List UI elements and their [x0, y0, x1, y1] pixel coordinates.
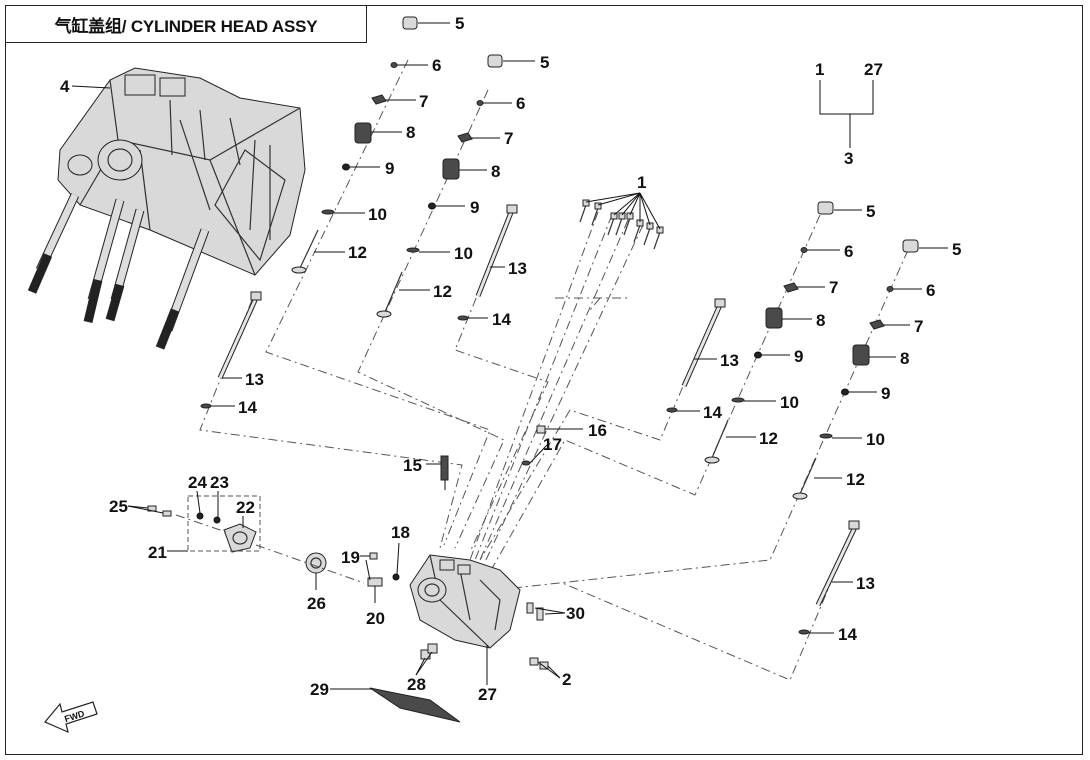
- callout-7: 7: [419, 92, 428, 111]
- callout-9: 9: [385, 159, 394, 178]
- callout-22: 22: [236, 498, 255, 517]
- callout-12: 12: [433, 282, 452, 301]
- fwd-arrow-icon: FWD: [44, 701, 98, 734]
- diagram-title: 气缸盖组/ CYLINDER HEAD ASSY: [6, 6, 367, 43]
- callout-10: 10: [454, 244, 473, 263]
- callout-7: 7: [504, 129, 513, 148]
- drawing-frame: [5, 5, 1083, 755]
- callout-8: 8: [491, 162, 500, 181]
- callout-6: 6: [844, 242, 853, 261]
- callout-27: 27: [864, 60, 883, 79]
- callout-18: 18: [391, 523, 410, 542]
- callout-14: 14: [492, 310, 511, 329]
- callout-7: 7: [914, 317, 923, 336]
- callout-5: 5: [866, 202, 875, 221]
- callout-21: 21: [148, 543, 167, 562]
- callout-15: 15: [403, 456, 422, 475]
- callout-10: 10: [866, 430, 885, 449]
- callout-5: 5: [540, 53, 549, 72]
- callout-5: 5: [952, 240, 961, 259]
- callout-1: 1: [815, 60, 824, 79]
- callout-14: 14: [703, 403, 722, 422]
- callout-8: 8: [406, 123, 415, 142]
- callout-23: 23: [210, 473, 229, 492]
- callout-5: 5: [455, 14, 464, 33]
- head-bolts: [200, 204, 860, 635]
- assembly-dash-lines: [199, 59, 909, 681]
- callout-8: 8: [816, 311, 825, 330]
- callout-9: 9: [881, 384, 890, 403]
- callout-28: 28: [407, 675, 426, 694]
- callout-24: 24: [188, 473, 207, 492]
- callout-30: 30: [566, 604, 585, 623]
- callout-13: 13: [508, 259, 527, 278]
- callout-6: 6: [516, 94, 525, 113]
- callout-12: 12: [759, 429, 778, 448]
- valve-stack-d: [792, 239, 919, 500]
- callout-10: 10: [368, 205, 387, 224]
- callout-16: 16: [588, 421, 607, 440]
- callout-14: 14: [838, 625, 857, 644]
- callout-4: 4: [60, 77, 70, 96]
- callout-27: 27: [478, 685, 497, 704]
- callout-19: 19: [341, 548, 360, 567]
- callout-12: 12: [846, 470, 865, 489]
- callout-14: 14: [238, 398, 257, 417]
- valve-stack-b: [376, 54, 503, 318]
- callout-20: 20: [366, 609, 385, 628]
- callout-9: 9: [470, 198, 479, 217]
- cylinder-head-upper: [27, 67, 306, 350]
- callout-17: 17: [543, 435, 562, 454]
- callout-13: 13: [245, 370, 264, 389]
- callout-6: 6: [926, 281, 935, 300]
- callout-8: 8: [900, 349, 909, 368]
- callout-1: 1: [637, 173, 646, 192]
- callout-13: 13: [720, 351, 739, 370]
- callout-6: 6: [432, 56, 441, 75]
- callout-26: 26: [307, 594, 326, 613]
- cam-cap-bolts: [579, 199, 664, 250]
- callout-2: 2: [562, 670, 571, 689]
- valve-stack-a: [291, 16, 418, 274]
- callout-10: 10: [780, 393, 799, 412]
- callout-29: 29: [310, 680, 329, 699]
- leader-lines: [71, 22, 948, 690]
- callout-12: 12: [348, 243, 367, 262]
- callout-7: 7: [829, 278, 838, 297]
- callout-labels: 5 6 7 8 9 10 12 5 6 7 8 9 10 12 13 14 1 …: [60, 14, 961, 704]
- callout-9: 9: [794, 347, 803, 366]
- callout-13: 13: [856, 574, 875, 593]
- valve-stack-c: [704, 201, 834, 464]
- cylinder-head-lower: [147, 425, 549, 723]
- callout-25: 25: [109, 497, 128, 516]
- callout-3: 3: [844, 149, 853, 168]
